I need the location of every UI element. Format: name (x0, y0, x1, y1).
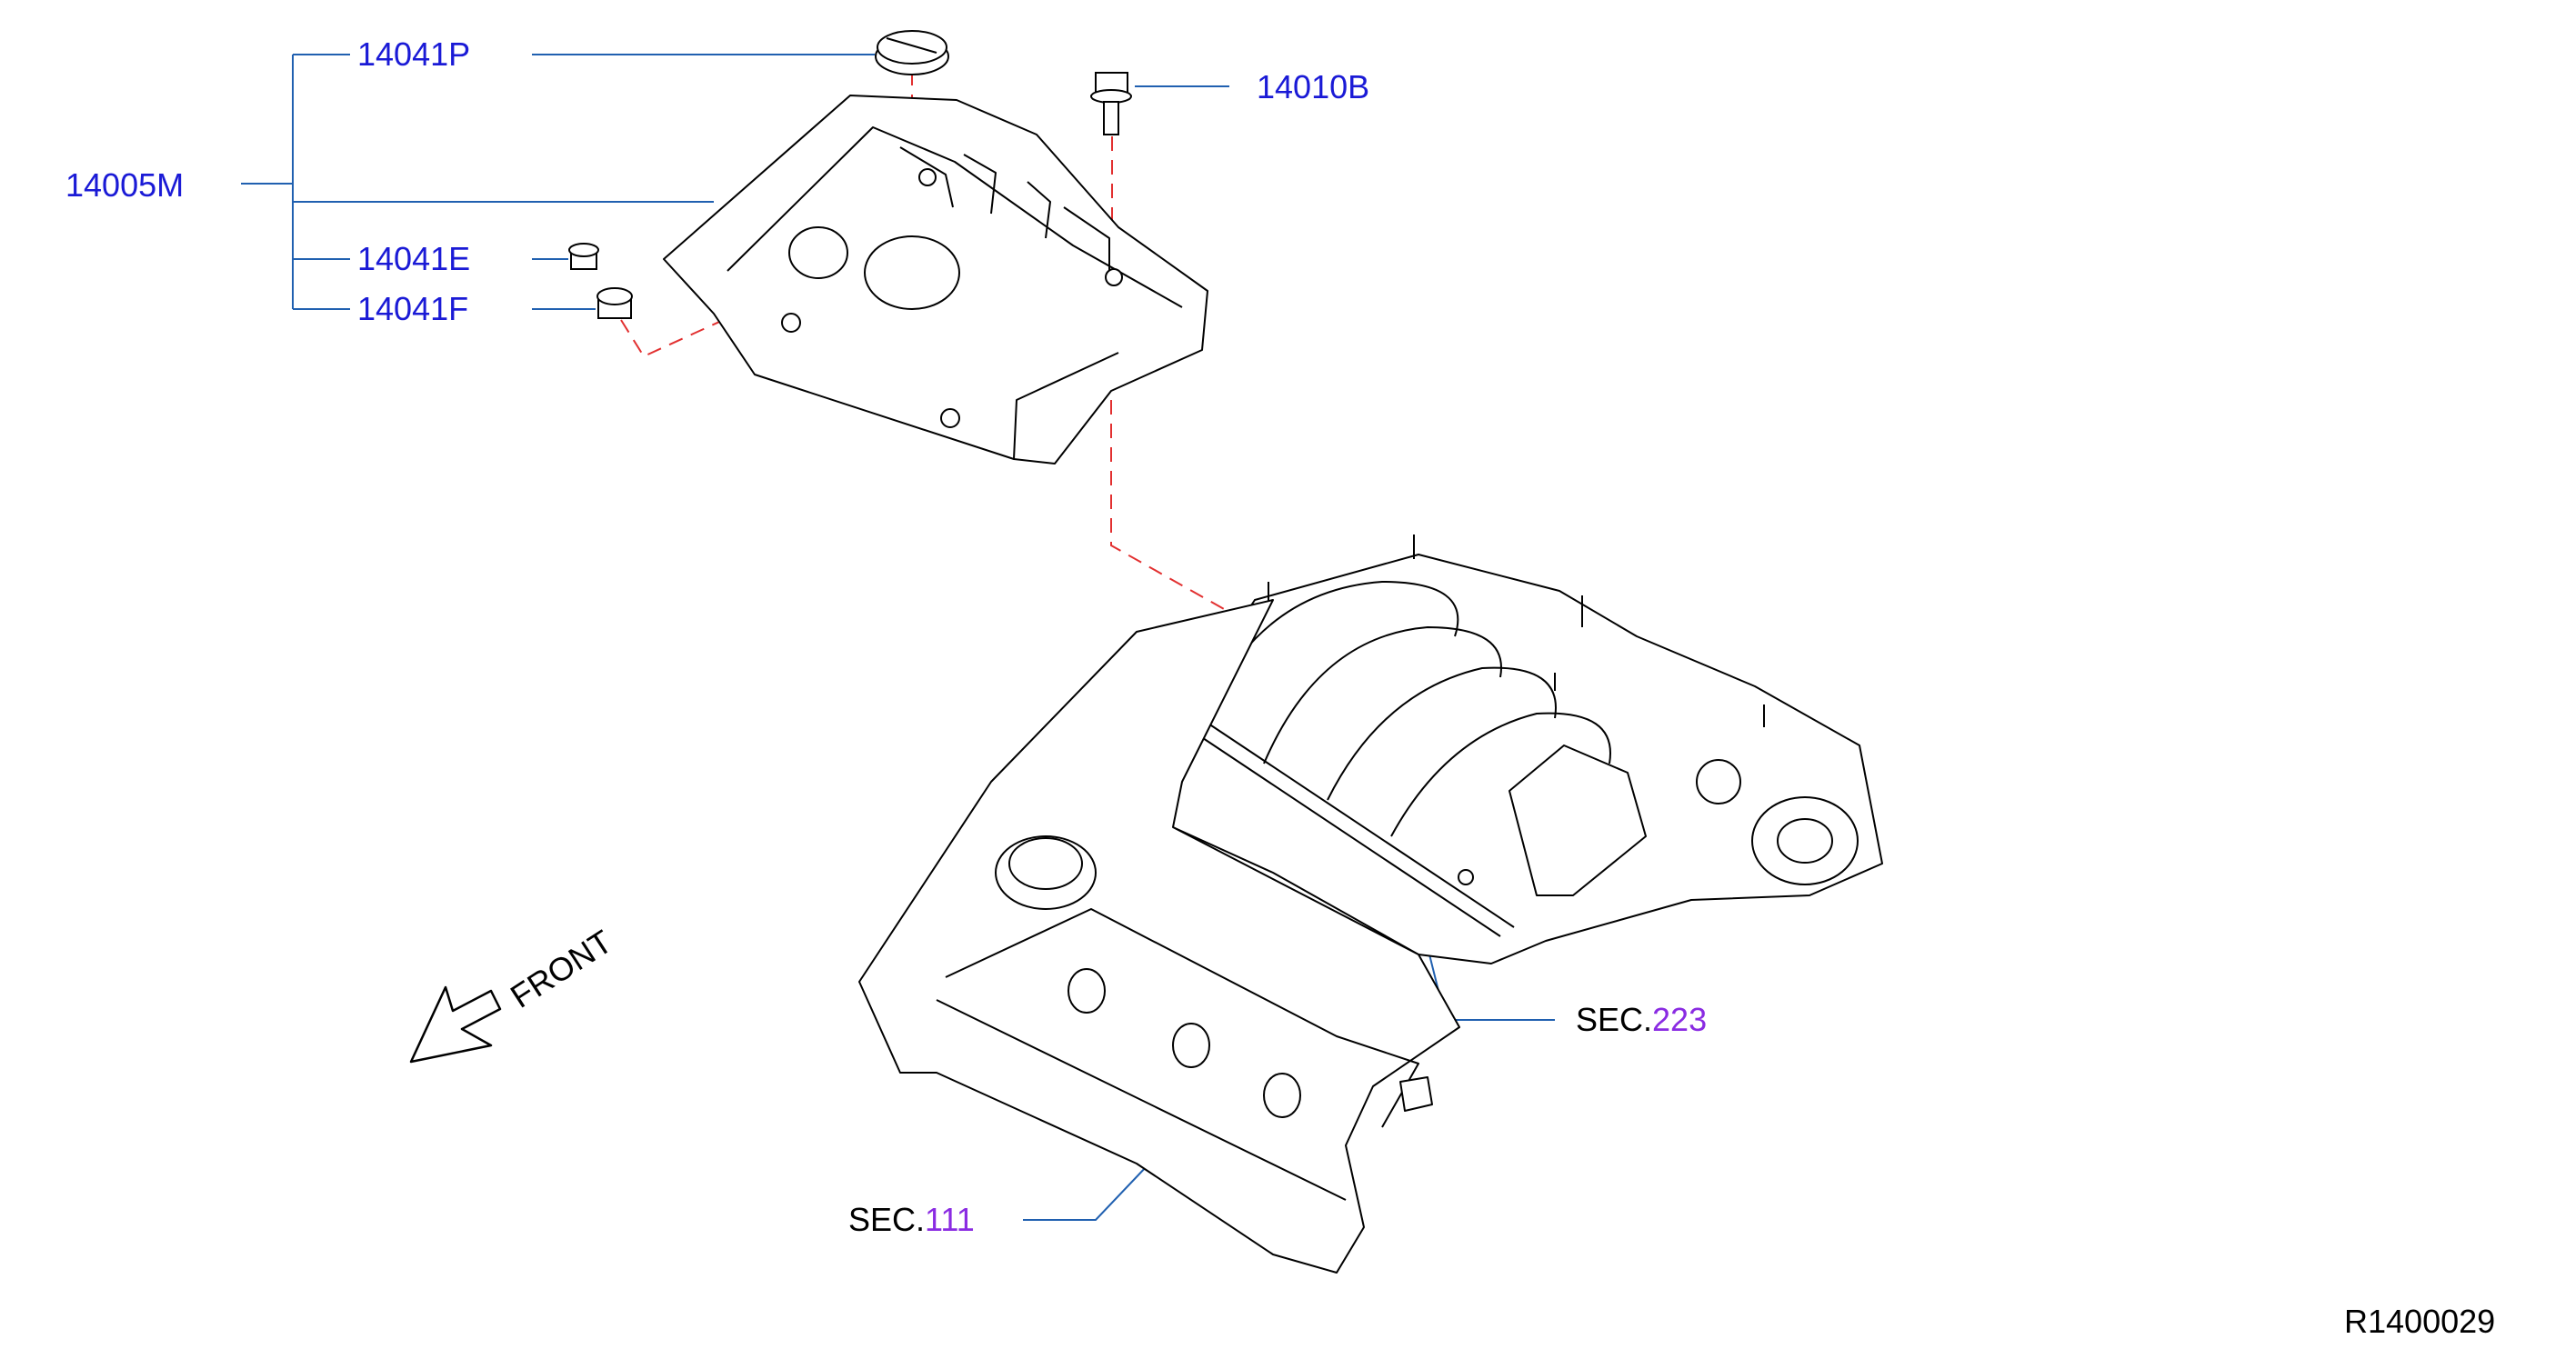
oil-cap-handle (886, 37, 937, 54)
rocker-plug-hole-2 (1172, 1023, 1210, 1068)
section-number-111[interactable]: 111 (925, 1201, 975, 1238)
rocker-cover-shell (858, 599, 1460, 1274)
rocker-cover (858, 599, 1460, 1274)
engine-cover-boss-4 (940, 408, 960, 428)
grommet-f-cap (596, 287, 633, 305)
intake-manifold (1143, 535, 1883, 964)
grommet-parts (568, 243, 633, 319)
oil-cap-ornament (875, 30, 949, 75)
rocker-plug-hole-1 (1067, 968, 1106, 1014)
callout-14041p: 14041P (357, 35, 470, 73)
intake-plenum (1509, 744, 1647, 896)
intake-manifold-base (1143, 554, 1883, 964)
front-arrow-icon (409, 985, 502, 1064)
section-ref-223[interactable]: SEC.223 (1576, 1001, 1707, 1038)
intake-sensor (1696, 759, 1741, 804)
rocker-pcv (1399, 1076, 1433, 1112)
engine-cover (663, 95, 1208, 465)
intake-runners (1199, 581, 1611, 837)
rocker-plug-hole-3 (1263, 1073, 1301, 1118)
section-ref-111[interactable]: SEC.111 (848, 1201, 975, 1238)
engine-cover-port-1 (788, 226, 848, 279)
callout-14005m: 14005M (65, 166, 184, 204)
diagram-code: R1400029 (2344, 1303, 2495, 1340)
throttle-body-inner (1777, 818, 1833, 864)
front-label: FRONT (504, 923, 618, 1015)
intake-nipples (1268, 535, 1765, 727)
oil-cap-top (877, 30, 947, 65)
section-prefix-111: SEC. (848, 1201, 925, 1238)
engine-cover-port-2 (864, 235, 960, 310)
labels: 14041P 14010B 14005M 14041E 14041F SEC.2… (65, 35, 2495, 1340)
leader-lines (241, 54, 1555, 1221)
callout-14010b: 14010B (1257, 68, 1369, 105)
bolt-flange (1090, 89, 1132, 104)
bolt-shank (1103, 101, 1119, 135)
engine-cover-boss-2 (1105, 268, 1123, 286)
leader-14005m-bracket (241, 54, 350, 310)
front-arrow (409, 985, 502, 1064)
bolt-part (1090, 72, 1132, 135)
section-number-223[interactable]: 223 (1652, 1001, 1707, 1038)
intake-fuel-rail (1172, 708, 1515, 937)
leader-sec111 (1023, 1164, 1148, 1221)
intake-bolt-hole (1458, 869, 1474, 885)
engine-cover-runners (899, 146, 1110, 273)
section-prefix-223: SEC. (1576, 1001, 1652, 1038)
grommet-e-cap (568, 243, 599, 257)
rocker-oil-filler-cap (1008, 837, 1083, 890)
engine-cover-boss-3 (781, 313, 801, 333)
callout-14041f: 14041F (357, 290, 468, 327)
callout-14041e: 14041E (357, 240, 470, 277)
engine-cover-boss-1 (918, 168, 937, 186)
